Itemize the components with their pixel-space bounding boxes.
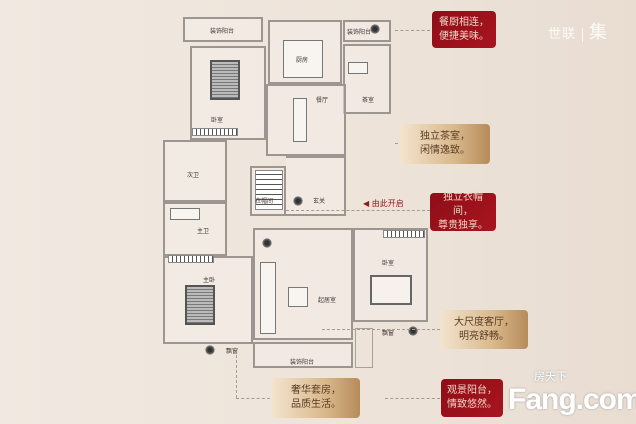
leader-line <box>236 355 237 398</box>
entrance-label: 由此开启 <box>371 199 404 208</box>
plant-icon <box>408 326 418 336</box>
balcony-bottom <box>253 342 353 368</box>
room-label: 装饰阳台 <box>347 29 372 36</box>
logo-mark: 集 <box>589 22 609 43</box>
bed <box>210 60 240 100</box>
room-label: 主卧 <box>203 277 216 284</box>
dining-table <box>293 98 307 142</box>
plant-icon <box>262 238 272 248</box>
callout-tea-room: 独立茶室， 闲情逸致。 <box>400 124 490 164</box>
callout-line: 便捷美味。 <box>439 30 489 42</box>
bathtub <box>170 208 200 220</box>
room-label: 飘窗 <box>226 348 239 355</box>
tea-table <box>348 62 368 74</box>
room-label: 卧室 <box>211 117 224 124</box>
room-label: 餐厅 <box>316 97 329 104</box>
logo-brand-text: 世联 <box>548 27 577 42</box>
callout-line: 情致悠然。 <box>447 399 497 410</box>
room-label: 玄关 <box>313 198 326 205</box>
callout-line: 大尺度客厅， <box>454 316 514 328</box>
master-wardrobe <box>168 255 214 263</box>
callout-line: 餐厨相连， <box>439 16 489 28</box>
callout-line: 观景阳台， <box>447 385 497 396</box>
callout-line: 闲情逸致。 <box>420 145 470 156</box>
foyer <box>286 156 346 216</box>
callout-line: 奢华套房， <box>291 385 341 396</box>
sofa <box>260 262 276 334</box>
leader-line <box>395 30 430 31</box>
leader-line <box>385 398 440 399</box>
balcony-top-left <box>183 17 263 42</box>
wardrobe-right <box>383 230 425 238</box>
wardrobe <box>192 128 238 136</box>
watermark-brand: Fang.com <box>508 383 636 416</box>
room-label: 装饰阳台 <box>290 359 315 366</box>
leader-line <box>395 143 403 144</box>
room-label: 起居室 <box>318 297 337 304</box>
kitchen-counter <box>283 40 323 78</box>
callout-balcony: 观景阳台， 情致悠然。 <box>441 379 503 417</box>
coffee-table <box>288 287 308 307</box>
watermark-chinese: 房天下 <box>534 370 567 383</box>
cloakroom-rack <box>255 170 283 210</box>
leader-line <box>236 398 270 399</box>
room-label: 卧室 <box>382 260 395 267</box>
room-label: 装饰阳台 <box>210 28 235 35</box>
callout-line: 独立衣帽间， <box>443 192 483 217</box>
room-label: 茶室 <box>362 97 375 104</box>
callout-line: 明亮舒畅。 <box>459 330 509 342</box>
plant-icon <box>293 196 303 206</box>
master-bed <box>185 285 215 325</box>
callout-cloakroom: 独立衣帽间， 尊贵独享。 <box>430 192 496 231</box>
plant-icon <box>205 345 215 355</box>
second-bath <box>163 140 227 202</box>
callout-line: 独立茶室， <box>420 131 470 142</box>
leader-line <box>322 329 440 330</box>
utility-closet <box>355 328 373 368</box>
callout-master-suite: 奢华套房， 品质生活。 <box>272 378 360 418</box>
room-label: 厨房 <box>296 57 309 64</box>
plant-icon <box>370 24 380 34</box>
bed-right <box>370 275 412 305</box>
room-label: 次卫 <box>187 172 200 179</box>
callout-living-room: 大尺度客厅， 明亮舒畅。 <box>440 310 528 349</box>
entrance-marker: ◀ 由此开启 <box>363 198 404 209</box>
brand-logo: 世联集 <box>548 18 608 44</box>
room-label: 飘窗 <box>382 330 395 337</box>
tea-room <box>343 44 391 114</box>
arrow-left-icon: ◀ <box>363 199 370 208</box>
room-label: 主卫 <box>197 228 210 235</box>
leader-line <box>286 210 430 211</box>
callout-kitchen-dining: 餐厨相连， 便捷美味。 <box>432 11 496 48</box>
callout-line: 品质生活。 <box>291 399 341 410</box>
room-label: 衣帽间 <box>255 198 274 205</box>
callout-line: 尊贵独享。 <box>438 220 488 231</box>
